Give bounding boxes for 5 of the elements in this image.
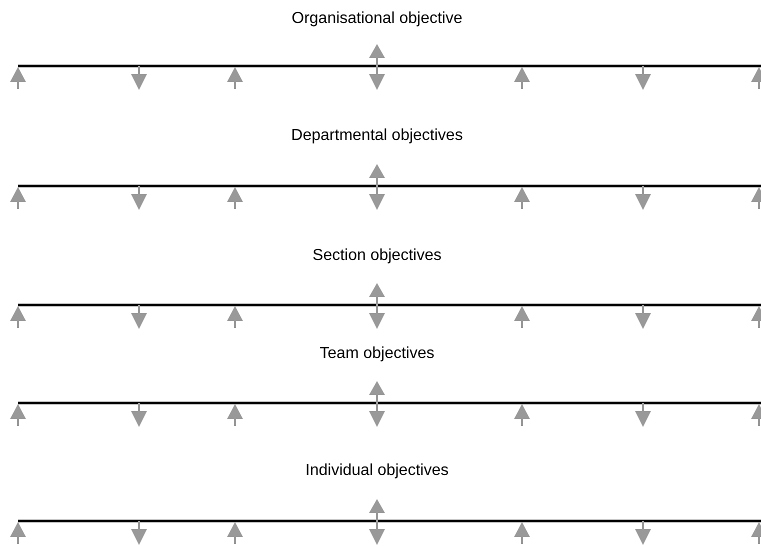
- level-heading: Organisational objective: [292, 10, 462, 28]
- level-heading: Section objectives: [312, 247, 442, 265]
- level-heading: Departmental objectives: [291, 127, 463, 145]
- level-heading: Individual objectives: [305, 462, 449, 480]
- level-heading: Team objectives: [320, 345, 434, 363]
